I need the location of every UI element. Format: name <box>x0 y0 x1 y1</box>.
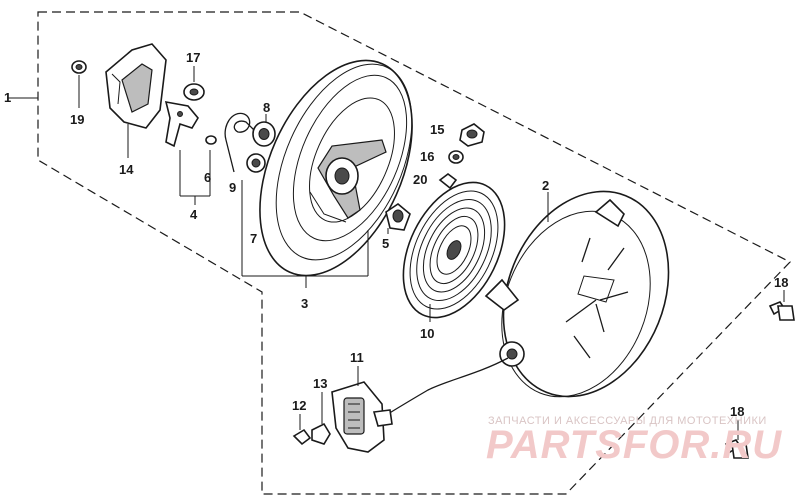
part-7-washer <box>246 153 266 173</box>
callout-8: 8 <box>263 100 270 115</box>
part-15-bushing <box>459 123 485 147</box>
part-17-collar <box>183 66 205 101</box>
part-20-pin <box>438 173 458 190</box>
part-10-recoil-spring <box>402 181 506 322</box>
starter-rope <box>377 357 509 421</box>
part-4-ratchet-pawl <box>164 100 217 205</box>
part-16-ring <box>448 150 464 164</box>
watermark-tagline: ЗАПЧАСТИ И АКСЕССУАРЫ ДЛЯ МОТОТЕХНИКИ <box>488 415 767 427</box>
callout-18-lower: 18 <box>730 404 744 419</box>
part-12-rope-knot <box>292 414 312 446</box>
assembly-boundary <box>8 11 791 495</box>
callout-9: 9 <box>229 180 236 195</box>
callout-17: 17 <box>186 50 200 65</box>
callout-5: 5 <box>382 236 389 251</box>
callout-6: 6 <box>204 170 211 185</box>
part-2-starter-case <box>484 190 670 398</box>
callout-labels: 1 2 3 4 5 6 7 8 9 10 11 12 13 14 15 16 1… <box>4 50 788 419</box>
part-9-spring <box>224 112 255 173</box>
callout-12: 12 <box>292 398 306 413</box>
callout-1: 1 <box>4 90 11 105</box>
callout-14: 14 <box>119 162 134 177</box>
part-18-bolt-upper <box>768 290 795 321</box>
callout-7: 7 <box>250 231 257 246</box>
callout-18-upper: 18 <box>774 275 788 290</box>
part-11-starter-grip <box>331 366 393 453</box>
watermark: ЗАПЧАСТИ И АКСЕССУАРЫ ДЛЯ МОТОТЕХНИКИ PA… <box>486 415 782 467</box>
part-5-collar <box>385 203 411 234</box>
part-3-reel <box>241 59 413 288</box>
callout-4: 4 <box>190 207 198 222</box>
callout-16: 16 <box>420 149 434 164</box>
part-8-friction-plate <box>252 114 276 147</box>
callout-2: 2 <box>542 178 549 193</box>
callout-11: 11 <box>350 350 364 365</box>
callout-20: 20 <box>413 172 427 187</box>
callout-3: 3 <box>301 296 308 311</box>
callout-15: 15 <box>430 122 444 137</box>
part-13-grip-cap <box>311 392 331 445</box>
part-18-bolt-lower <box>724 420 749 459</box>
part-19-nut <box>71 60 87 108</box>
part-14-ratchet-cover <box>105 43 167 158</box>
callout-13: 13 <box>313 376 327 391</box>
callout-10: 10 <box>420 326 434 341</box>
watermark-logo: PARTSFOR.RU <box>486 423 782 467</box>
callout-19: 19 <box>70 112 84 127</box>
